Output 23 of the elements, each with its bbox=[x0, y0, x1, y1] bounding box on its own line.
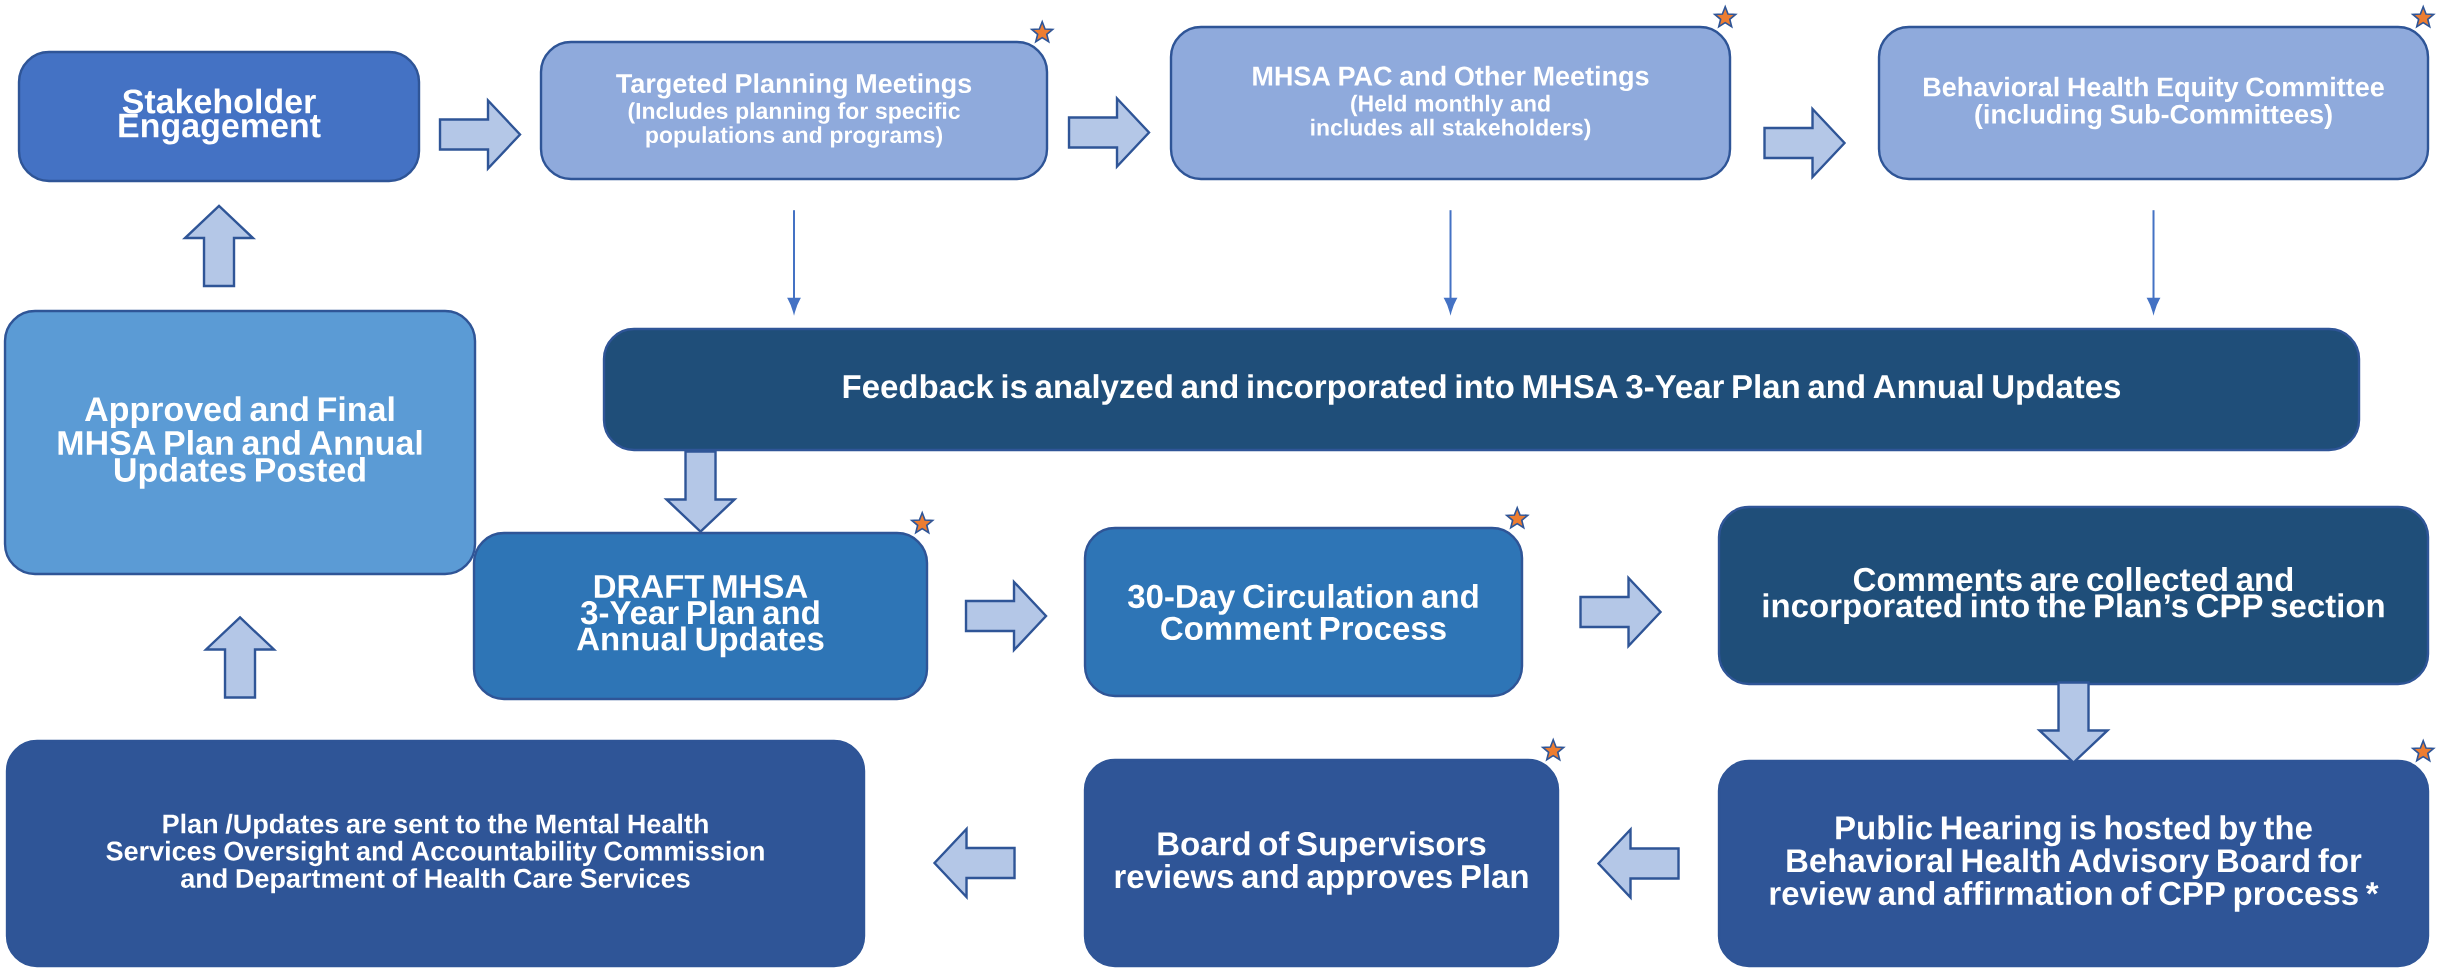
block-arrow bbox=[203, 615, 278, 699]
process-box: Targeted Planning Meetings (Includes planning for specific populations and programs) bbox=[539, 40, 1049, 181]
block-arrow bbox=[1763, 105, 1847, 181]
process-box: Board of Supervisors reviews and approves Plan bbox=[1083, 758, 1560, 968]
process-box: Approved and Final MHSA Plan and Annual Updates Posted bbox=[3, 309, 477, 576]
block-arrow bbox=[438, 97, 522, 172]
process-box: Behavioral Health Equity Committee (including Sub-Committees) bbox=[1877, 25, 2430, 181]
process-box: Public Hearing is hosted by the Behavioral Health Advisory Board for review and affirmation of CPP process * bbox=[1717, 759, 2430, 968]
block-arrow bbox=[932, 825, 1016, 901]
block-arrow bbox=[663, 450, 738, 534]
process-box: Comments are collected and incorporated into the Plan’s CPP section bbox=[1717, 505, 2430, 686]
block-arrow bbox=[1596, 826, 1680, 901]
process-box: Feedback is analyzed and incorporated into MHSA 3-Year Plan and Annual Updates bbox=[602, 327, 2361, 452]
process-box: DRAFT MHSA 3-Year Plan and Annual Updates bbox=[472, 531, 929, 701]
process-box: Stakeholder Engagement bbox=[17, 50, 421, 183]
process-box: Plan /Updates are sent to the Mental Health Services Oversight and Accountability Commission and Department of Health Care Services bbox=[5, 739, 866, 968]
process-box: MHSA PAC and Other Meetings (Held monthly and includes all stakeholders) bbox=[1169, 25, 1732, 181]
arrow bbox=[787, 209, 801, 313]
process-box: 30-Day Circulation and Comment Process bbox=[1083, 526, 1524, 698]
block-arrow bbox=[182, 204, 257, 288]
block-arrow bbox=[1067, 95, 1151, 170]
block-arrow bbox=[964, 578, 1048, 654]
block-arrow bbox=[1579, 574, 1663, 650]
